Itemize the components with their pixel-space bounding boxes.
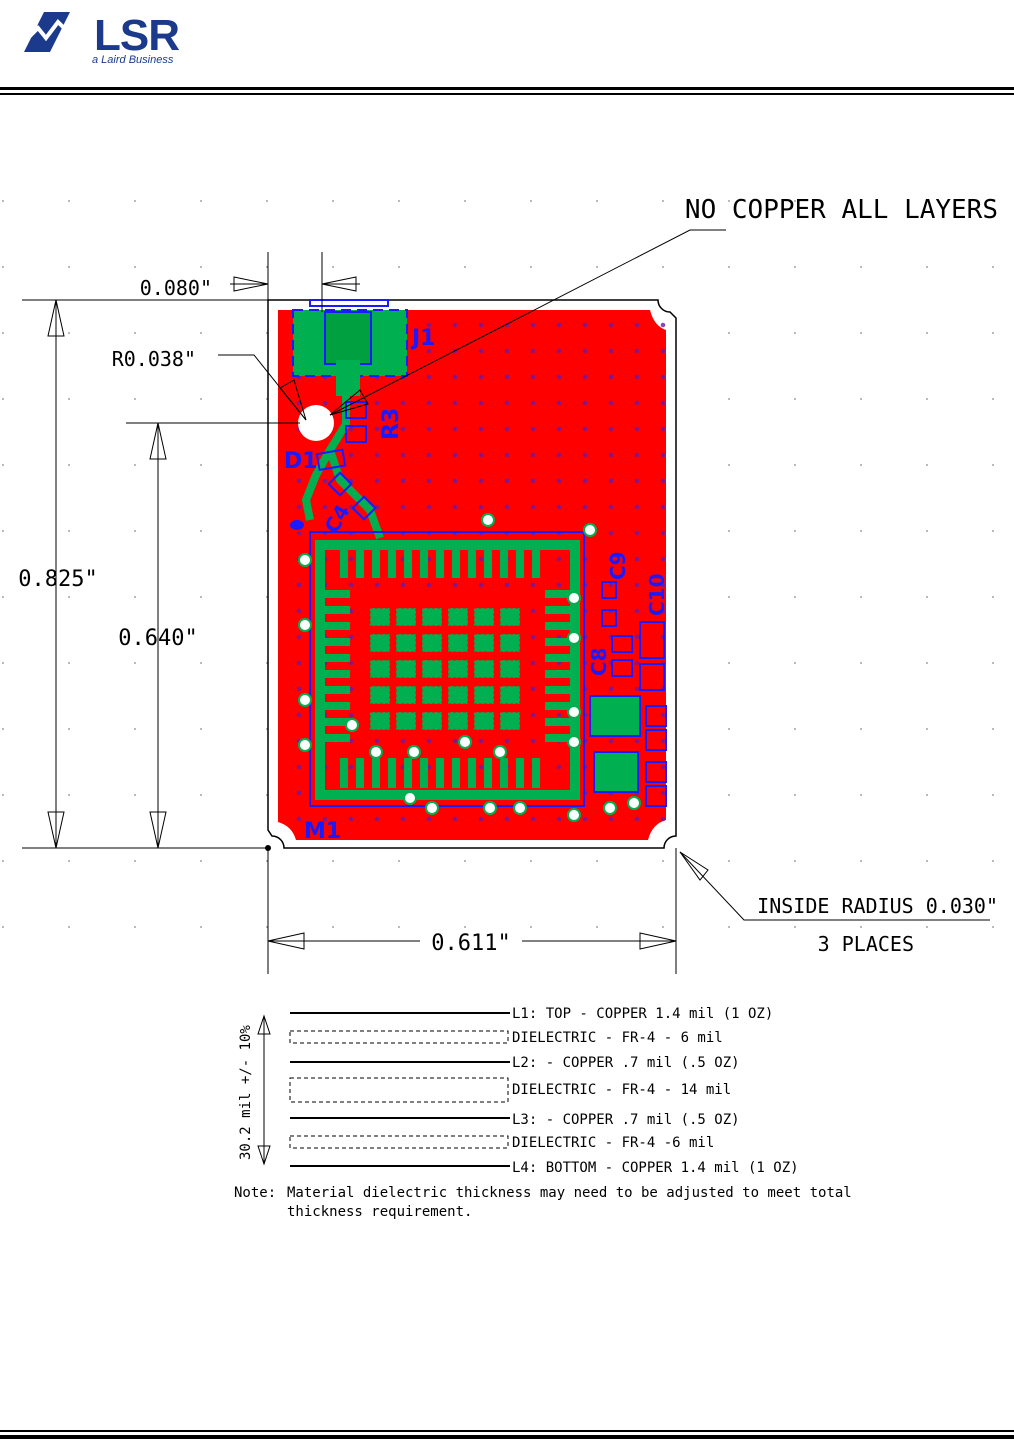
stackup-diagram: 30.2 mil +/- 10% L1: TOP - COPPER 1.4 mi… (234, 1006, 852, 1220)
label-antenna-dim: 0.640" (118, 626, 197, 651)
refdes-c8: C8 (587, 647, 611, 676)
j1-connector (292, 299, 408, 396)
refdes-c10: C10 (645, 573, 669, 616)
label-height-dim: 0.825" (18, 567, 97, 592)
stackup-layer-l4: L4: BOTTOM - COPPER 1.4 mil (1 OZ) (512, 1160, 799, 1176)
note-line-1: Material dielectric thickness may need t… (287, 1185, 852, 1201)
lsr-logo: LSR a Laird Business (24, 8, 180, 70)
stackup-dielectric-3: DIELECTRIC - FR-4 -6 mil (512, 1135, 714, 1151)
refdes-d1: D1 (284, 449, 318, 474)
stackup-dielectric-1: DIELECTRIC - FR-4 - 6 mil (512, 1030, 723, 1046)
rf-traces (301, 396, 384, 540)
origin-marker (265, 845, 271, 851)
stackup-layer-l2: L2: - COPPER .7 mil (.5 OZ) (512, 1055, 740, 1071)
refdes-j1: J1 (410, 326, 436, 351)
refdes-c9: C9 (606, 551, 630, 580)
footer-rule-thick (0, 1435, 1014, 1439)
header-rule-thin (0, 93, 1014, 95)
refdes-m1: M1 (304, 819, 341, 844)
label-inside-radius: INSIDE RADIUS 0.030" (757, 894, 998, 918)
stackup-layer-l1: L1: TOP - COPPER 1.4 mil (1 OZ) (512, 1006, 773, 1022)
stackup-dielectric-2: DIELECTRIC - FR-4 - 14 mil (512, 1082, 731, 1098)
no-copper-keepout (298, 405, 334, 441)
pin1-marker (290, 520, 304, 530)
note-line-2: thickness requirement. (287, 1204, 472, 1220)
right-passives (589, 581, 667, 807)
logo-text: LSR (94, 11, 180, 60)
stackup-thickness: 30.2 mil +/- 10% (238, 1025, 254, 1160)
note-label: Note: (234, 1185, 276, 1201)
refdes-r3: R3 (379, 408, 404, 440)
lsr-logo-icon (24, 12, 70, 52)
stackup-layer-l3: L3: - COPPER .7 mil (.5 OZ) (512, 1112, 740, 1128)
label-width-dim: 0.611" (431, 931, 510, 956)
label-3-places: 3 PLACES (818, 932, 914, 956)
label-no-copper: NO COPPER ALL LAYERS (685, 195, 998, 225)
label-keepout-dim: 0.080" (140, 276, 212, 300)
logo-subtitle: a Laird Business (92, 54, 174, 66)
m1-module (298, 513, 641, 822)
dimension-lines (22, 229, 990, 974)
footer-rule-thin (0, 1430, 1014, 1432)
label-radius-dim: R0.038" (112, 347, 196, 371)
header-rule-thick (0, 87, 1014, 90)
